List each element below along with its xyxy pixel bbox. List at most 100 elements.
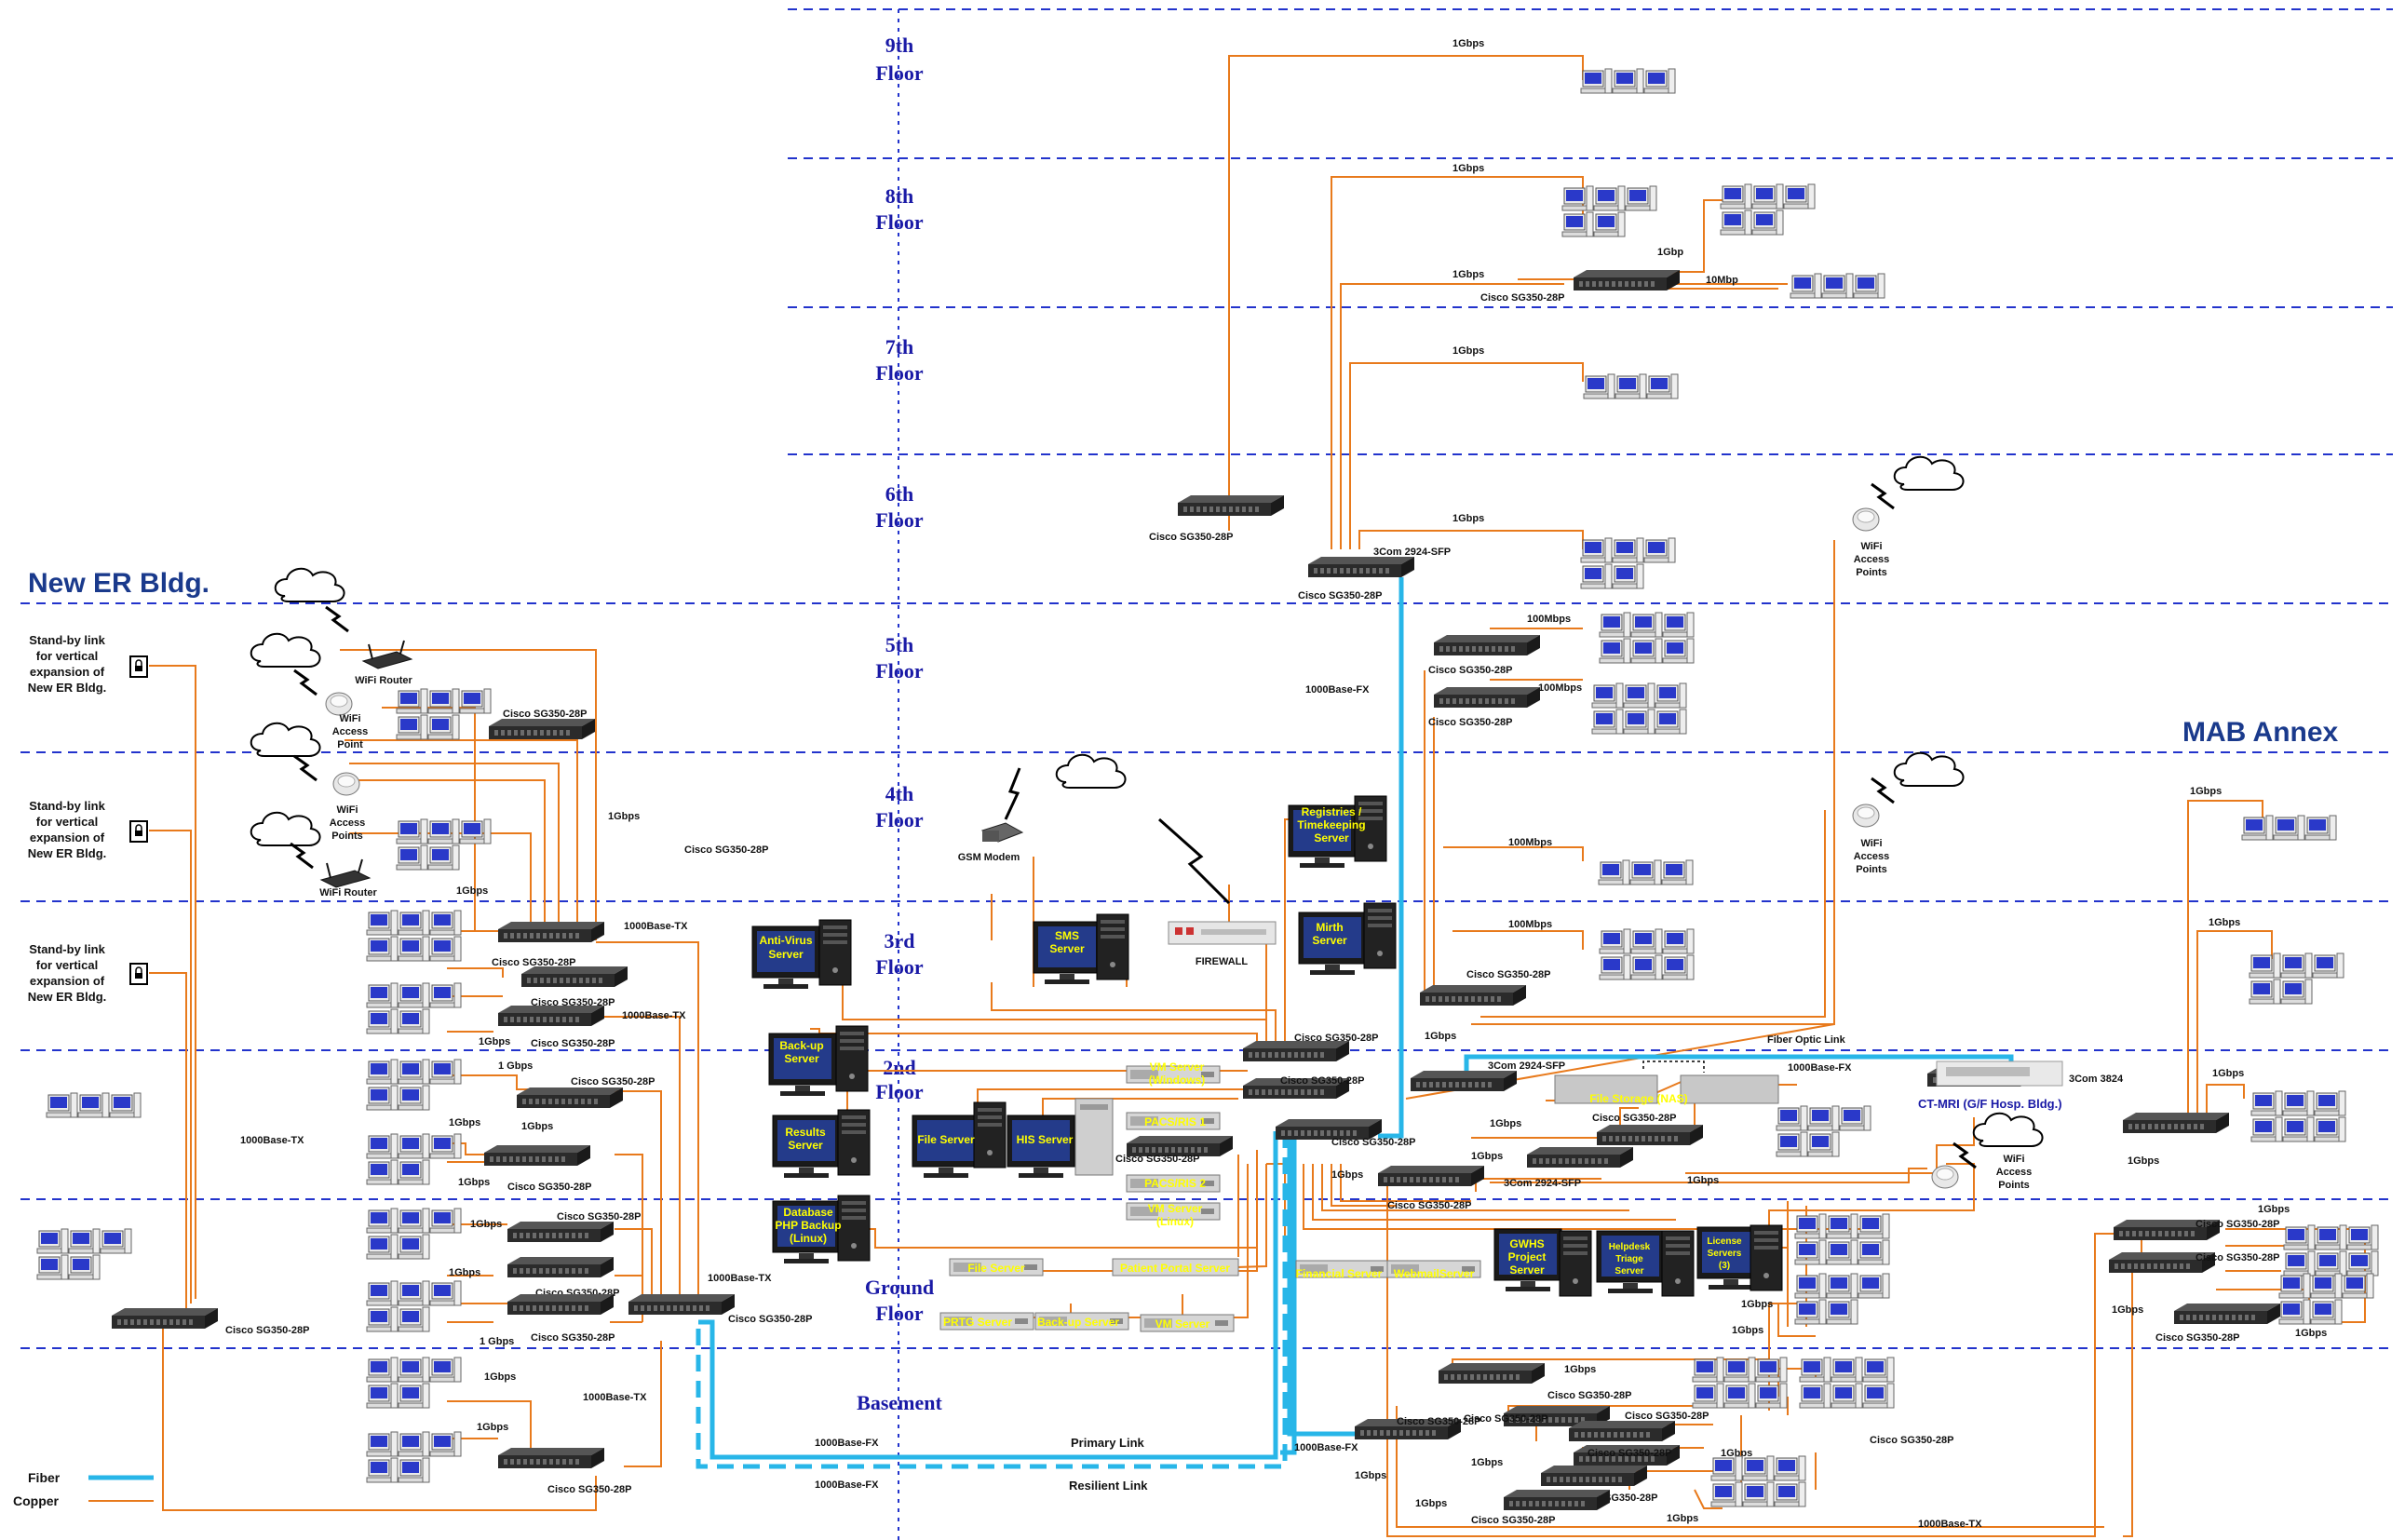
svg-text:1000Base-FX: 1000Base-FX: [1788, 1062, 1852, 1074]
floor-2-line1: 2nd: [883, 1056, 915, 1079]
lock-icon: [129, 820, 148, 843]
svg-text:1000Base-TX: 1000Base-TX: [1918, 1519, 1982, 1530]
svg-text:Servers: Servers: [1708, 1249, 1742, 1259]
switch-3com-b: [1527, 1147, 1633, 1168]
switch-6th-b: [1308, 557, 1414, 577]
svg-text:Cisco SG350-28P: Cisco SG350-28P: [225, 1325, 310, 1336]
svg-text:1000Base-TX: 1000Base-TX: [583, 1392, 647, 1403]
cloud-icon: [250, 722, 321, 757]
switch-1st: [1378, 1166, 1484, 1186]
svg-text:Cisco SG350-28P: Cisco SG350-28P: [1592, 1113, 1677, 1124]
pc-group: [367, 1358, 461, 1408]
mab-annex-copper: [2095, 800, 2366, 1537]
svg-text:1Gbps: 1Gbps: [456, 885, 488, 897]
pc-group: [367, 1432, 461, 1482]
svg-text:1Gbps: 1Gbps: [1331, 1169, 1363, 1181]
svg-text:Cisco SG350-28P: Cisco SG350-28P: [1625, 1411, 1709, 1422]
pc-group: [2242, 816, 2336, 840]
svg-text:expansion of: expansion of: [30, 974, 105, 988]
svg-text:1 Gbps: 1 Gbps: [480, 1336, 514, 1347]
svg-text:1Gbps: 1Gbps: [1355, 1470, 1386, 1481]
svg-text:1Gbps: 1Gbps: [470, 1219, 502, 1230]
svg-text:1Gbps: 1Gbps: [1564, 1364, 1596, 1375]
switch-er-1st-b: [507, 1257, 614, 1277]
svg-text:Cisco SG350-28P: Cisco SG350-28P: [531, 1332, 615, 1344]
pc-group: [367, 983, 461, 1033]
pc-group: [367, 1281, 461, 1331]
svg-text:WiFi: WiFi: [336, 804, 358, 816]
pc-group: [367, 1134, 461, 1184]
svg-text:Cisco SG350-28P: Cisco SG350-28P: [1298, 590, 1383, 601]
floor-2-line2: Floor: [875, 1080, 924, 1103]
svg-text:1Gbps: 1Gbps: [1732, 1325, 1763, 1336]
svg-text:1Gbps: 1Gbps: [1687, 1175, 1719, 1186]
backup-server: Back-up Server: [768, 1025, 869, 1097]
svg-text:Points: Points: [1856, 864, 1887, 875]
switch-mab-d: [2174, 1304, 2280, 1324]
svg-text:1Gbps: 1Gbps: [449, 1267, 480, 1278]
new-er-building-label: New ER Bldg.: [28, 568, 209, 599]
pc-group: [1592, 683, 1686, 734]
svg-text:3Com 2924-SFP: 3Com 2924-SFP: [1373, 547, 1451, 558]
svg-text:1000Base-TX: 1000Base-TX: [624, 921, 688, 932]
lightning-icon: [292, 754, 318, 782]
svg-text:Access: Access: [1854, 851, 1890, 862]
svg-text:Primary Link: Primary Link: [1071, 1436, 1145, 1450]
svg-text:1Gbp: 1Gbp: [1657, 247, 1683, 258]
svg-text:Points: Points: [1998, 1180, 2030, 1191]
svg-text:expansion of: expansion of: [30, 831, 105, 844]
svg-text:100Mbps: 100Mbps: [1508, 919, 1552, 930]
svg-text:PHP Backup: PHP Backup: [775, 1219, 841, 1232]
pc-group: [1795, 1214, 1889, 1264]
lock-icon: [129, 963, 148, 985]
link-labels: 1Gbps 1Gbps 1Gbps 1Gbp 10Mbp 1Gbps 1Gbps…: [240, 38, 2327, 1530]
workstations: [37, 69, 2378, 1506]
svg-text:Cisco SG350-28P: Cisco SG350-28P: [2196, 1219, 2280, 1230]
ct-mri: CT-MRI (G/F Hosp. Bldg.): [1918, 1060, 2063, 1111]
cloud-icon: [250, 811, 321, 846]
pc-group: [2284, 1225, 2378, 1276]
svg-text:1Gbps: 1Gbps: [608, 811, 640, 822]
svg-text:Registries /: Registries /: [1302, 805, 1362, 818]
svg-text:WiFi: WiFi: [2003, 1154, 2024, 1165]
license-servers: License Servers (3): [1696, 1224, 1783, 1291]
database-server: Database PHP Backup (Linux): [772, 1195, 871, 1264]
registries-server: Registries / Timekeeping Server: [1288, 795, 1387, 869]
svg-text:Financial Server: Financial Server: [1296, 1267, 1383, 1280]
svg-text:Server: Server: [1314, 831, 1349, 844]
lightning-icon: [289, 842, 315, 870]
svg-text:1Gbps: 1Gbps: [2112, 1304, 2143, 1316]
svg-text:1Gbps: 1Gbps: [1415, 1498, 1447, 1509]
svg-text:Cisco SG350-28P: Cisco SG350-28P: [728, 1314, 813, 1325]
svg-text:WebmailServer: WebmailServer: [1394, 1267, 1475, 1280]
svg-text:Results: Results: [785, 1126, 826, 1139]
pc-group: [1777, 1106, 1871, 1156]
switch-er-1st-c: [507, 1294, 614, 1315]
svg-text:Cisco SG350-28P: Cisco SG350-28P: [1471, 1515, 1556, 1526]
svg-text:GSM Modem: GSM Modem: [958, 852, 1020, 863]
svg-text:1Gbps: 1Gbps: [1471, 1151, 1503, 1162]
svg-text:Cisco SG350-28P: Cisco SG350-28P: [531, 1038, 615, 1049]
nas-storage: File Storage (NAS): [1554, 1060, 1779, 1105]
svg-text:1Gbps: 1Gbps: [1721, 1448, 1752, 1459]
floor-6-line1: 6th: [885, 482, 914, 506]
wifi-router-icon: [362, 640, 412, 669]
pc-group: [1693, 1358, 1787, 1408]
floor-5-line1: 5th: [885, 633, 914, 656]
svg-text:License: License: [1707, 1236, 1742, 1247]
switch-6th-a: [1178, 495, 1284, 516]
svg-text:100Mbps: 100Mbps: [1538, 682, 1582, 694]
svg-text:1Gbps: 1Gbps: [1741, 1299, 1773, 1310]
svg-text:1Gbps: 1Gbps: [1490, 1118, 1521, 1129]
pc-group: [2251, 1091, 2345, 1141]
svg-text:Back-up Server: Back-up Server: [1037, 1316, 1119, 1329]
svg-text:Fiber Optic Link: Fiber Optic Link: [1767, 1034, 1846, 1046]
svg-text:Database: Database: [783, 1206, 833, 1219]
svg-text:1000Base-TX: 1000Base-TX: [708, 1273, 772, 1284]
svg-text:Stand-by link: Stand-by link: [29, 633, 105, 647]
svg-text:Cisco SG350-28P: Cisco SG350-28P: [1466, 969, 1551, 980]
basement-label: Basement: [857, 1391, 942, 1414]
svg-text:1000Base-TX: 1000Base-TX: [622, 1010, 686, 1021]
svg-text:3Com 2924-SFP: 3Com 2924-SFP: [1488, 1060, 1565, 1072]
